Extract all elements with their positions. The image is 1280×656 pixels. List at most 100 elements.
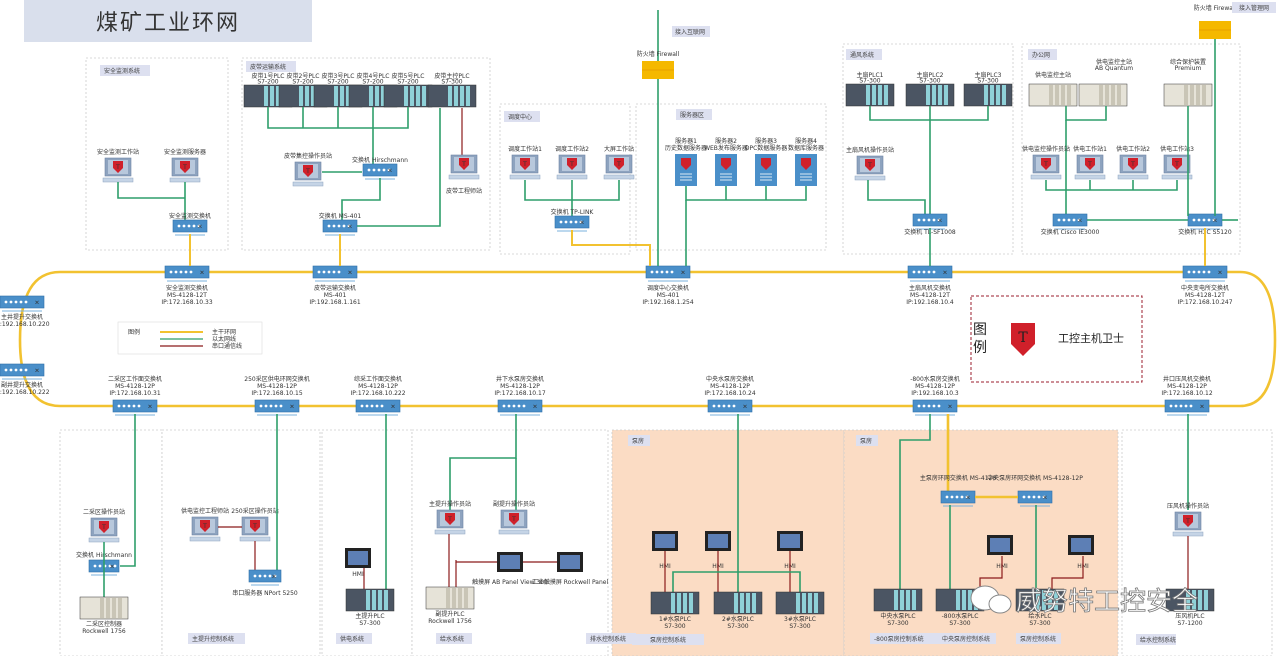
hmi-panel[interactable] [652,531,678,551]
diagram-title-box: 煤矿工业环网 [24,0,312,42]
ring-switch[interactable]: ✕ [707,399,753,416]
plc-module [384,590,388,610]
ring-switch[interactable]: ✕ [907,265,953,282]
zone-tag-bg [846,49,882,60]
hmi-panel[interactable] [345,548,371,568]
zone-tag-label: 泵房控制系统 [650,636,686,644]
host-label: 供电监控操作员站 [1022,145,1070,153]
ring-switch[interactable]: ✕ [497,399,543,416]
host-computer[interactable]: T [448,154,480,180]
plc-label: 二采区控制器 [86,620,122,628]
switch-uplink-icon: ✕ [1199,404,1204,411]
ring-switch[interactable]: ✕ [254,399,300,416]
switch-port [965,495,969,499]
ring-switch[interactable]: ✕ [0,363,45,380]
hmi-panel[interactable] [1068,535,1094,555]
ring-switch[interactable]: ✕ [1182,265,1228,282]
zone-switch[interactable]: ✕ [362,163,398,180]
switch-port [1192,270,1196,274]
plc-model: S7-200 [397,79,418,86]
plc-module [926,85,930,105]
firewall[interactable]: 防火墙 Firewall [637,50,680,79]
shield-t-icon [509,513,519,525]
switch-port [127,404,131,408]
ring-switch[interactable]: ✕ [164,265,210,282]
plc-device[interactable] [1078,83,1128,107]
ring-switch[interactable]: ✕ [912,399,958,416]
plc-module [968,590,972,610]
switch-port [332,224,336,228]
keyboard [1172,531,1204,537]
switch-port [1197,218,1201,222]
zone-switch[interactable]: ✕ [940,490,976,507]
switch-model: MS-4128-12P [915,383,955,390]
switch-port [1042,495,1046,499]
hmi-panel[interactable] [777,531,803,551]
ring-switch[interactable]: ✕ [1164,399,1210,416]
ring-switch[interactable]: ✕ [355,399,401,416]
zone-tag-bg [672,26,710,37]
firewall[interactable] [1199,21,1231,39]
ring-switch[interactable]: ✕ [312,265,358,282]
plc-module [454,86,458,106]
hmi-panel[interactable] [987,535,1013,555]
ring-switch[interactable]: ✕ [0,295,45,312]
plc-device[interactable]: 供电监控主站 [1028,71,1078,107]
plc-module [796,593,800,613]
hmi-panel[interactable] [497,552,523,572]
zone-switch[interactable]: ✕ [1017,490,1053,507]
plc-model: S7-200 [327,79,348,86]
zone-switch[interactable]: ✕ [248,569,282,586]
switch-port [377,168,381,172]
hmi-panel[interactable] [705,531,731,551]
plc-module [366,590,370,610]
plc-module [118,598,122,618]
switch-uplink-icon: ✕ [289,404,294,411]
watermark: 威努特工控安全 [970,585,1198,617]
plc-device[interactable] [1163,83,1213,107]
switch-port [184,270,188,274]
zone-switch[interactable]: ✕ [322,219,358,236]
zone-switch[interactable]: ✕ [912,213,948,230]
zone-switch[interactable]: ✕ [1052,213,1088,230]
hmi-panel[interactable] [557,552,583,572]
ring-switch[interactable]: ✕ [112,399,158,416]
plc-module [464,588,468,608]
ring-switch[interactable]: ✕ [645,265,691,282]
